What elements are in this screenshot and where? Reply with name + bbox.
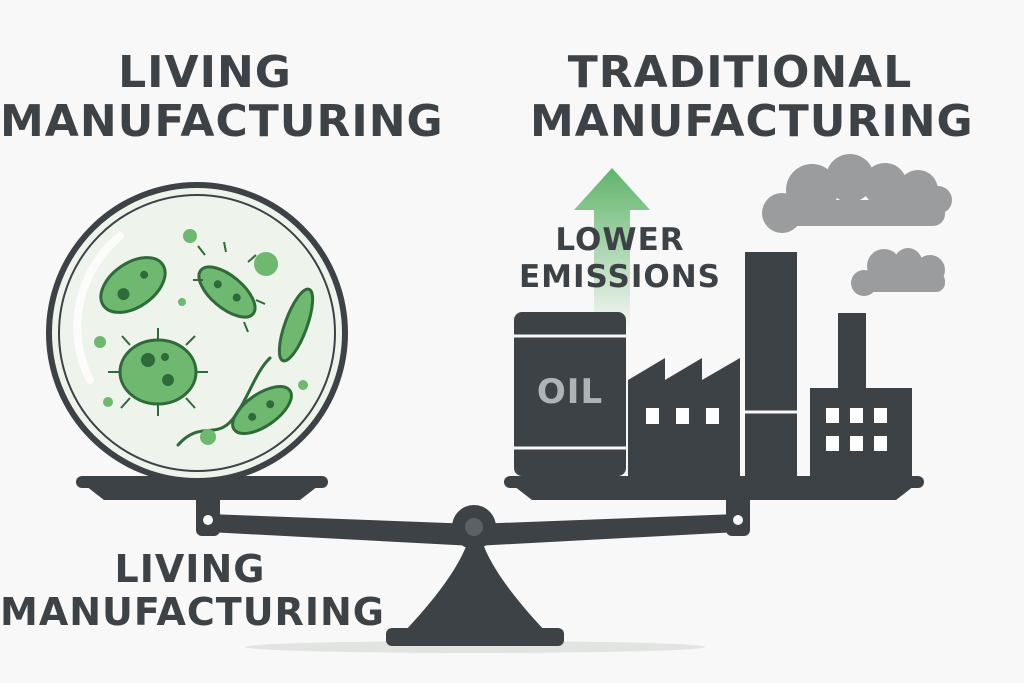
balance-scale-icon <box>76 476 924 653</box>
traditional-manufacturing-title: TRADITIONAL MANUFACTURING <box>530 47 974 148</box>
title-left-line-2: MANUFACTURING <box>0 96 444 148</box>
lower-emissions-label: LOWER EMISSIONS <box>510 222 730 296</box>
emissions-line-2: EMISSIONS <box>519 259 721 296</box>
title-left-line-1: LIVING <box>118 47 292 98</box>
title-right-line-1: TRADITIONAL <box>567 47 913 98</box>
bacteria-icon <box>94 229 315 447</box>
living-manufacturing-bottom-label: LIVING MANUFACTURING <box>0 547 385 634</box>
smoke-icon <box>762 154 952 296</box>
oil-barrel-icon <box>514 312 626 476</box>
title-right-line-2: MANUFACTURING <box>530 96 974 148</box>
living-manufacturing-title: LIVING MANUFACTURING <box>0 47 444 148</box>
title-bottom-line-2: MANUFACTURING <box>0 589 385 634</box>
title-bottom-line-1: LIVING <box>114 547 266 591</box>
emissions-line-1: LOWER <box>555 222 685 258</box>
oil-barrel-label: OIL <box>536 372 604 412</box>
up-arrow-icon <box>574 168 650 330</box>
factory-icon <box>628 252 912 476</box>
